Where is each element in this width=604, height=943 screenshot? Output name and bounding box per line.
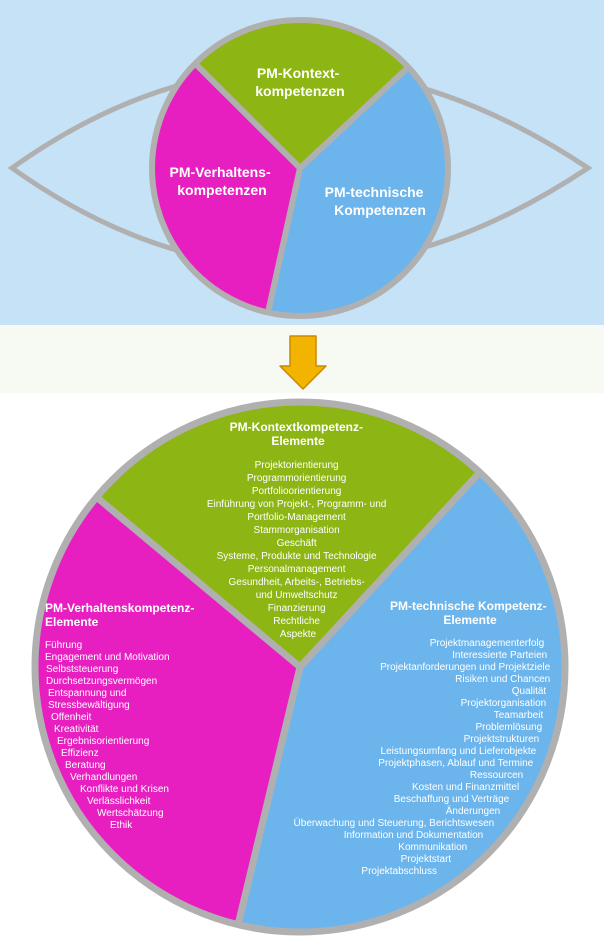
bottom-divider-3: [234, 666, 304, 926]
technical-item: Projektanforderungen und Projektziele: [380, 662, 551, 673]
behavior-item: Stressbewältigung: [48, 700, 130, 711]
technical-item: Kommunikation: [398, 842, 467, 853]
top-label-technical: PM-technische Kompetenzen: [325, 184, 428, 218]
technical-item: Kosten und Finanzmittel: [412, 782, 519, 793]
behavior-title-line-1: PM-Verhaltenskompetenz-: [45, 601, 194, 615]
technical-item: Beschaffung und Verträge: [394, 794, 510, 805]
bottom-circle-rim: [31, 398, 569, 936]
down-arrow-icon: [279, 335, 327, 390]
context-list: Projektorientierung Programmorientierung…: [207, 460, 389, 640]
technical-title: PM-technische Kompetenz- Elemente: [390, 599, 550, 627]
behavior-item: Wertschätzung: [97, 808, 164, 819]
top-context-line-1: PM-Kontext-: [257, 65, 340, 81]
technical-item: Projektmanagementerfolg: [430, 638, 545, 649]
behavior-item: Entspannung und: [48, 688, 126, 699]
technical-item: Änderungen: [446, 805, 501, 817]
context-item: Stammorganisation: [254, 525, 340, 536]
context-item: Einführung von Projekt-, Programm- und: [207, 499, 387, 510]
behavior-item: Verhandlungen: [70, 772, 137, 783]
bottom-divider-2: [297, 469, 483, 670]
top-divider-2: [297, 64, 412, 171]
context-item: Portfolioorientierung: [252, 486, 342, 497]
top-behavior-line-1: PM-Verhaltens-: [169, 164, 270, 180]
top-label-behavior: PM-Verhaltens- kompetenzen: [169, 164, 274, 198]
technical-item: Problemlösung: [476, 722, 543, 733]
context-item: Geschäft: [277, 538, 317, 549]
technical-item: Projektabschluss: [361, 866, 437, 877]
behavior-item: Ergebnisorientierung: [57, 736, 149, 747]
technical-item: Interessierte Parteien: [452, 650, 547, 661]
context-item: Rechtliche: [273, 616, 320, 627]
top-label-context: PM-Kontext- kompetenzen: [255, 65, 344, 99]
bottom-slice-behavior: [35, 497, 300, 925]
technical-list: Projektmanagementerfolg Interessierte Pa…: [294, 638, 553, 877]
context-item: und Umweltschutz: [256, 590, 338, 601]
top-slice-technical: [268, 66, 450, 317]
technical-item: Leistungsumfang und Lieferobjekte: [381, 746, 537, 757]
top-circle-rim: [149, 17, 451, 319]
technical-item: Projektorganisation: [461, 698, 547, 709]
behavior-item: Führung: [45, 640, 82, 651]
behavior-item: Ethik: [110, 820, 133, 831]
technical-item: Projektstrukturen: [464, 734, 540, 745]
top-divider-3: [265, 167, 303, 314]
behavior-item: Offenheit: [51, 712, 92, 723]
top-technical-line-2: Kompetenzen: [334, 202, 426, 218]
context-item: Portfolio-Management: [247, 512, 346, 523]
technical-item: Projektphasen, Ablauf und Termine: [378, 758, 533, 769]
technical-title-line-1: PM-technische Kompetenz-: [390, 599, 547, 613]
behavior-item: Engagement und Motivation: [45, 652, 170, 663]
technical-item: Projektstart: [401, 854, 452, 865]
context-item: Projektorientierung: [255, 460, 339, 471]
behavior-item: Beratung: [65, 760, 106, 771]
technical-title-line-2: Elemente: [443, 613, 497, 627]
top-context-line-2: kompetenzen: [255, 83, 344, 99]
technical-item: Qualität: [512, 686, 547, 697]
context-item: Aspekte: [280, 629, 317, 640]
behavior-item: Durchsetzungsvermögen: [46, 676, 157, 687]
bottom-slice-technical: [238, 472, 567, 933]
bottom-divider-1: [94, 494, 303, 670]
context-title: PM-Kontextkompetenz- Elemente: [230, 420, 367, 448]
behavior-list: Führung Engagement und Motivation Selbst…: [45, 640, 172, 831]
bottom-slice-context: [97, 402, 480, 667]
top-behavior-line-2: kompetenzen: [177, 182, 266, 198]
context-item: Gesundheit, Arbeits-, Betriebs-: [229, 577, 365, 588]
behavior-item: Verlässlichkeit: [87, 796, 151, 807]
behavior-item: Effizienz: [61, 748, 99, 759]
technical-item: Risiken und Chancen: [455, 674, 550, 685]
top-slice-behavior: [151, 63, 300, 313]
technical-item: Information und Dokumentation: [344, 830, 484, 841]
context-item: Finanzierung: [268, 603, 326, 614]
top-circle: PM-Kontext- kompetenzen PM-Verhaltens- k…: [149, 17, 451, 319]
technical-item: Überwachung und Steuerung, Berichtswesen: [294, 817, 495, 829]
top-slice-context: [195, 19, 409, 169]
technical-item: Ressourcen: [470, 770, 523, 781]
behavior-item: Selbststeuerung: [46, 664, 118, 675]
context-title-line-2: Elemente: [271, 434, 325, 448]
behavior-item: Kreativität: [54, 724, 99, 735]
behavior-item: Konflikte und Krisen: [80, 784, 169, 795]
bottom-circle: PM-Kontextkompetenz- Elemente Projektori…: [31, 398, 569, 936]
context-item: Programmorientierung: [247, 473, 347, 484]
technical-item: Teamarbeit: [494, 710, 544, 721]
behavior-title-line-2: Elemente: [45, 615, 99, 629]
context-title-line-1: PM-Kontextkompetenz-: [230, 420, 363, 434]
behavior-title: PM-Verhaltenskompetenz- Elemente: [45, 601, 198, 629]
context-item: Personalmanagement: [248, 564, 346, 575]
top-technical-line-1: PM-technische: [325, 184, 424, 200]
context-item: Systeme, Produkte und Technologie: [217, 551, 377, 562]
top-divider-1: [192, 61, 303, 171]
